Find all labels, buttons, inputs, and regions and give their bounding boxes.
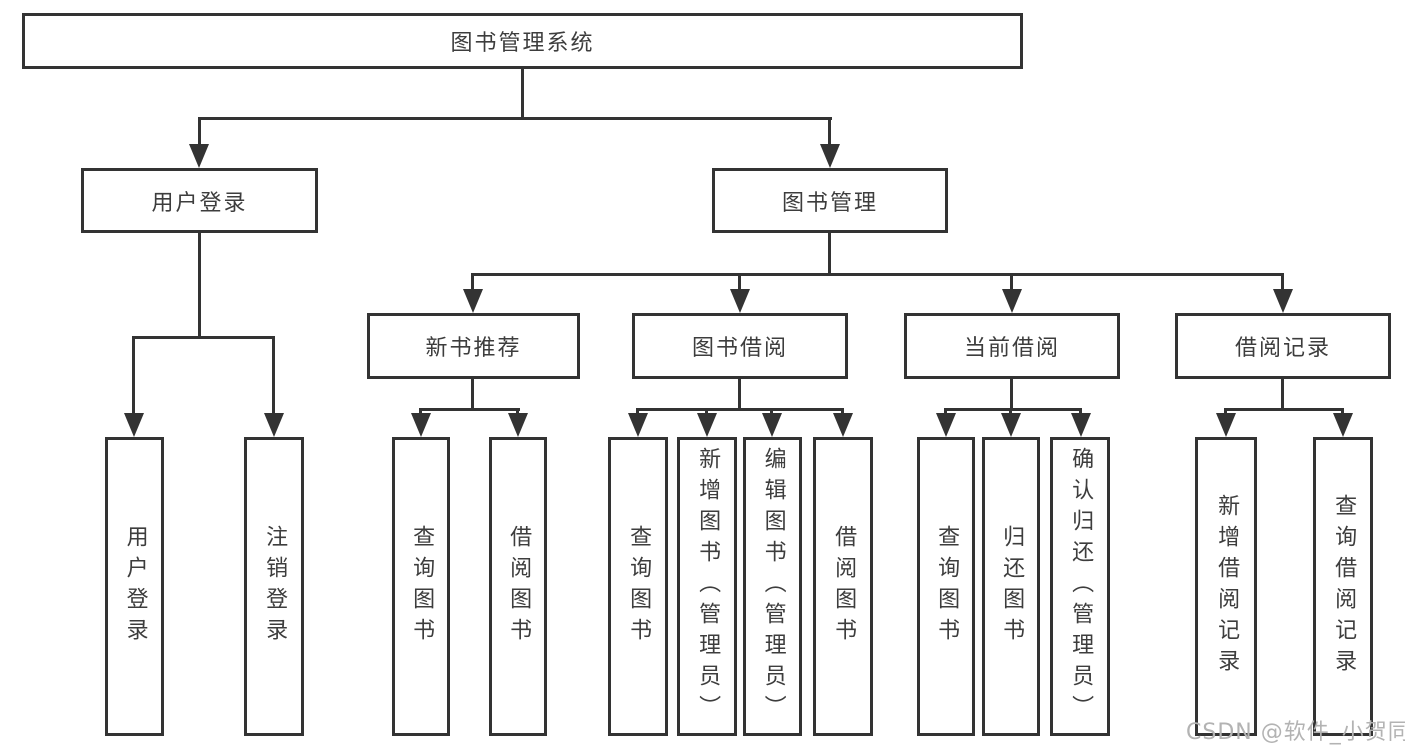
node-login-vertical: 用户登录 [105,437,164,736]
edge-new-book-rec-branch [419,408,520,411]
edge-drop-nbr-borrow [516,408,519,415]
edge-current-borrow-stem [1010,379,1013,408]
edge-drop-new-book-rec [471,273,474,290]
edge-root-stem [521,69,524,117]
node-nbr-query-label: 查询图书 [409,524,435,649]
edge-drop-bb-edit [770,408,773,415]
edge-current-borrow-branch [944,408,1082,411]
edge-book-borrow-branch [636,408,844,411]
node-cb-return-label: 归还图书 [999,524,1025,649]
edge-drop-logout [272,336,275,413]
edge-drop-bb-borrow [841,408,844,415]
arrow-new-book-rec [463,289,483,313]
arrow-bb-edit [762,413,782,437]
node-book-borrow: 图书借阅 [632,313,848,379]
node-logout-label: 注销登录 [262,524,288,649]
node-bb-edit-label: 编辑图书（管理员） [760,447,786,726]
arrow-br-query [1333,413,1353,437]
node-bb-borrow-label: 借阅图书 [831,524,857,649]
edge-drop-login [132,336,135,413]
arrow-user-login [189,144,209,168]
node-bb-edit-book-admin: 编辑图书（管理员） [743,437,802,736]
node-cb-return-book: 归还图书 [982,437,1040,736]
arrow-book-mgmt [820,144,840,168]
edge-borrow-records-stem [1281,379,1284,408]
node-br-add-record: 新增借阅记录 [1195,437,1257,736]
edge-drop-br-query [1341,408,1344,415]
edge-root-branch [198,117,832,120]
edge-drop-current-borrow [1010,273,1013,290]
node-nbr-borrow-label: 借阅图书 [506,524,532,649]
node-bb-add-book-admin: 新增图书（管理员） [677,437,737,736]
edge-borrow-records-branch [1224,408,1344,411]
node-cb-query-book: 查询图书 [917,437,975,736]
node-br-query-label: 查询借阅记录 [1331,493,1357,680]
edge-drop-borrow-records [1281,273,1284,290]
edge-book-borrow-stem [738,379,741,408]
arrow-book-borrow [730,289,750,313]
node-cb-query-label: 查询图书 [934,524,960,649]
node-br-add-label: 新增借阅记录 [1214,493,1240,680]
node-root-library-system: 图书管理系统 [22,13,1023,69]
node-book-mgmt: 图书管理 [712,168,948,233]
node-borrow-records: 借阅记录 [1175,313,1391,379]
node-logout-vertical: 注销登录 [244,437,304,736]
node-nbr-borrow-book: 借阅图书 [489,437,547,736]
node-cb-confirm-label: 确认归还（管理员） [1068,447,1094,726]
node-current-borrow: 当前借阅 [904,313,1120,379]
arrow-bb-query [628,413,648,437]
arrow-cb-query [936,413,956,437]
arrow-cb-confirm [1071,413,1091,437]
node-login-label: 用户登录 [122,524,148,649]
arrow-br-add [1216,413,1236,437]
edge-new-book-rec-stem [471,379,474,408]
edge-drop-bb-add [705,408,708,415]
node-br-query-record: 查询借阅记录 [1313,437,1373,736]
edge-drop-br-add [1224,408,1227,415]
arrow-nbr-query [411,413,431,437]
edge-drop-nbr-query [419,408,422,415]
edge-drop-cb-query [944,408,947,415]
edge-book-mgmt-stem [828,233,831,276]
edge-drop-user-login [198,117,201,146]
node-bb-query-book: 查询图书 [608,437,668,736]
edge-drop-cb-confirm [1079,408,1082,415]
node-user-login: 用户登录 [81,168,318,233]
edge-drop-book-mgmt [828,117,831,146]
arrow-login [124,413,144,437]
node-new-book-rec: 新书推荐 [367,313,580,379]
node-nbr-query-book: 查询图书 [392,437,450,736]
arrow-bb-borrow [833,413,853,437]
edge-drop-bb-query [636,408,639,415]
edge-book-mgmt-branch [471,273,1284,276]
edge-drop-book-borrow [738,273,741,290]
arrow-nbr-borrow [508,413,528,437]
node-bb-borrow-book: 借阅图书 [813,437,873,736]
arrow-borrow-records [1273,289,1293,313]
node-cb-confirm-return-admin: 确认归还（管理员） [1050,437,1110,736]
edge-user-login-stem [198,233,201,336]
arrow-current-borrow [1002,289,1022,313]
arrow-bb-add [697,413,717,437]
node-bb-query-label: 查询图书 [626,524,652,649]
arrow-logout [264,413,284,437]
node-bb-add-label: 新增图书（管理员） [695,447,721,726]
edge-drop-cb-return [1009,408,1012,415]
edge-user-login-branch [132,336,275,339]
csdn-watermark: CSDN @软件_小贺同学 [1186,720,1405,745]
arrow-cb-return [1001,413,1021,437]
